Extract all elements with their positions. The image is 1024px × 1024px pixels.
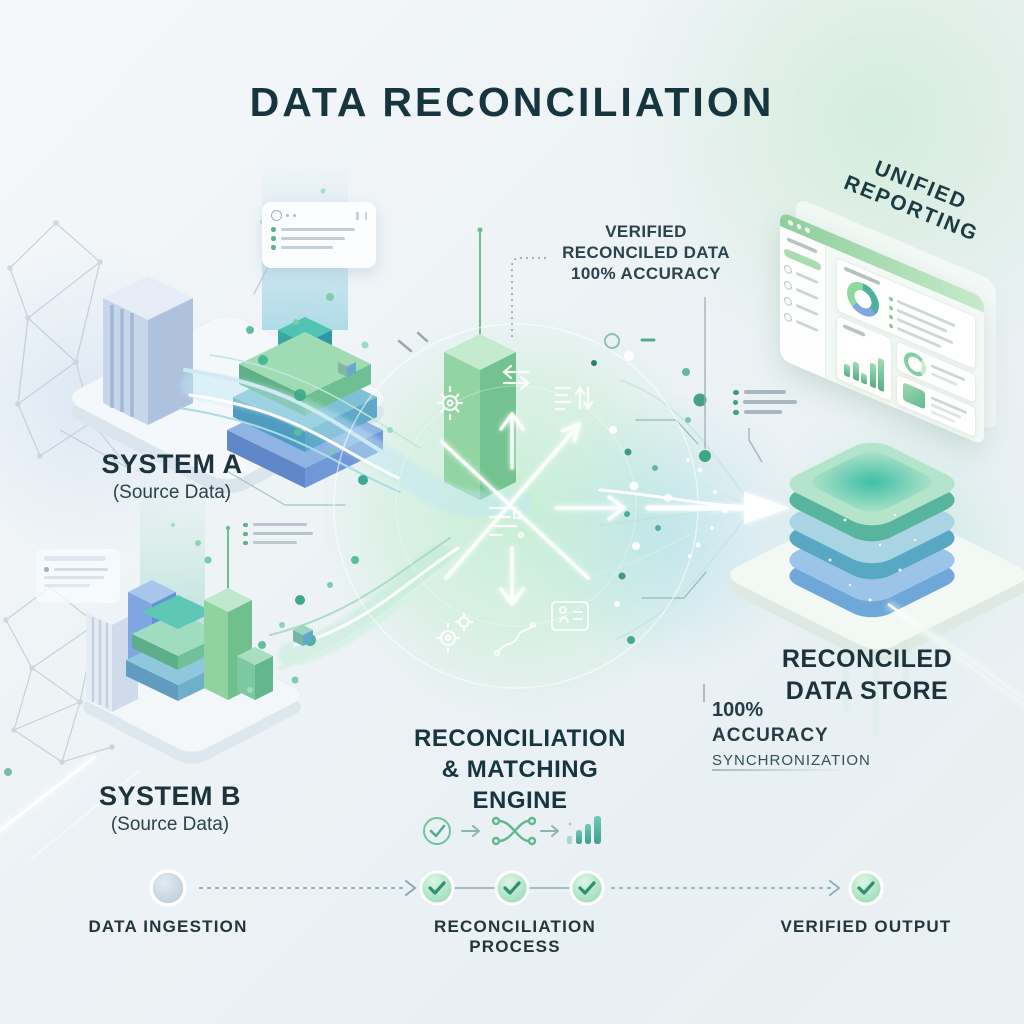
gear-pair-icon — [435, 612, 474, 654]
record-row — [44, 567, 112, 572]
check-circle-icon — [423, 817, 451, 845]
sync-line1: 100% — [712, 699, 764, 721]
system-b-illustration — [82, 470, 302, 764]
stream-system-b — [269, 537, 460, 670]
timeline-node-check — [494, 870, 530, 906]
ring-chart — [904, 348, 926, 380]
step-verified-output: VERIFIED OUTPUT — [780, 917, 952, 936]
system-a-subtitle: (Source Data) — [112, 482, 232, 503]
system-a-label: SYSTEM A (Source Data) — [47, 449, 297, 504]
window-dot-icon — [796, 223, 801, 230]
dot — [293, 214, 296, 217]
timeline-node-verified — [848, 870, 884, 906]
engine-faint-marks — [397, 331, 429, 353]
system-b-subtitle: (Source Data) — [110, 814, 230, 835]
list-item — [243, 522, 323, 527]
engine-icons — [435, 364, 594, 656]
shuffle-sketch-icon — [494, 622, 536, 656]
system-b-name: SYSTEM B — [98, 781, 242, 811]
timeline-node-ingestion — [149, 869, 187, 907]
sync-annotation: 100% ACCURACY SYNCHRONIZATION — [712, 699, 871, 769]
sync-divider — [712, 769, 845, 771]
data-particles — [246, 319, 728, 693]
dot — [286, 214, 289, 217]
record-row — [271, 227, 367, 232]
verified-line3: 100% ACCURACY — [570, 264, 722, 283]
step-reconciliation-process: RECONCILIATION PROCESS — [434, 917, 596, 956]
swap-arrows-icon — [502, 364, 530, 391]
annotation-connectors — [511, 257, 763, 702]
sort-document-icon — [554, 386, 594, 411]
data-cube-a — [338, 357, 356, 377]
store-line2: DATA STORE — [785, 677, 949, 705]
step-data-ingestion: DATA INGESTION — [88, 917, 248, 936]
arrow-right-icon — [461, 825, 480, 837]
decorative-circles — [591, 333, 656, 366]
arrow-right-icon — [540, 825, 559, 837]
engine-line2: & MATCHING ENGINE — [441, 756, 599, 814]
record-row — [271, 236, 367, 241]
tick — [356, 211, 359, 220]
engine-label: RECONCILIATION & MATCHING ENGINE — [393, 723, 647, 816]
record-avatar-icon — [271, 210, 282, 221]
window-dot-icon — [805, 226, 810, 234]
verified-annotation: VERIFIED RECONCILED DATA 100% ACCURACY — [545, 221, 747, 284]
bottom-left-beam — [0, 752, 141, 861]
stream-system-a — [179, 354, 534, 520]
system-b-bullet-list — [243, 518, 323, 545]
engine-line1: RECONCILIATION — [414, 725, 626, 752]
system-a-name: SYSTEM A — [101, 449, 243, 479]
list-item — [243, 531, 323, 536]
shuffle-icon — [491, 816, 537, 846]
thumbnail — [903, 382, 925, 410]
process-timeline — [149, 869, 884, 907]
record-row — [271, 245, 367, 250]
mini-process-icons — [423, 816, 601, 846]
window-dot-icon — [788, 219, 793, 227]
list-item — [733, 399, 797, 405]
store-label: RECONCILED DATA STORE — [763, 643, 971, 707]
system-a-record-card — [262, 202, 376, 268]
verified-line1: VERIFIED — [605, 222, 687, 241]
bar-chart-icon — [567, 816, 601, 844]
record-row — [44, 576, 112, 579]
verified-line2: RECONCILED DATA — [562, 243, 730, 262]
data-store-illustration — [729, 442, 1024, 736]
store-bullet-list — [733, 385, 797, 415]
system-b-label: SYSTEM B (Source Data) — [45, 781, 295, 836]
store-line1: RECONCILED — [781, 645, 953, 673]
list-item — [733, 389, 797, 395]
page-title: DATA RECONCILIATION — [249, 79, 775, 125]
engine-cross-arrows — [440, 412, 626, 606]
list-item — [243, 540, 323, 545]
timeline-node-check — [419, 870, 455, 906]
gear-icon — [436, 385, 464, 421]
network-mesh-top-left — [7, 220, 131, 471]
dashboard-sidebar — [780, 226, 826, 379]
record-card-icon — [551, 601, 589, 631]
sync-line2: ACCURACY — [712, 725, 829, 746]
timeline-node-check — [569, 870, 605, 906]
matching-list-icon — [488, 506, 525, 539]
bar-chart — [844, 343, 884, 393]
sync-line3: SYNCHRONIZATION — [712, 752, 871, 769]
tick — [364, 211, 367, 220]
list-item — [733, 409, 797, 415]
record-row — [44, 583, 112, 587]
system-b-record-card — [36, 549, 120, 603]
store-input-arrow — [645, 492, 790, 524]
data-cube-b — [293, 625, 313, 646]
